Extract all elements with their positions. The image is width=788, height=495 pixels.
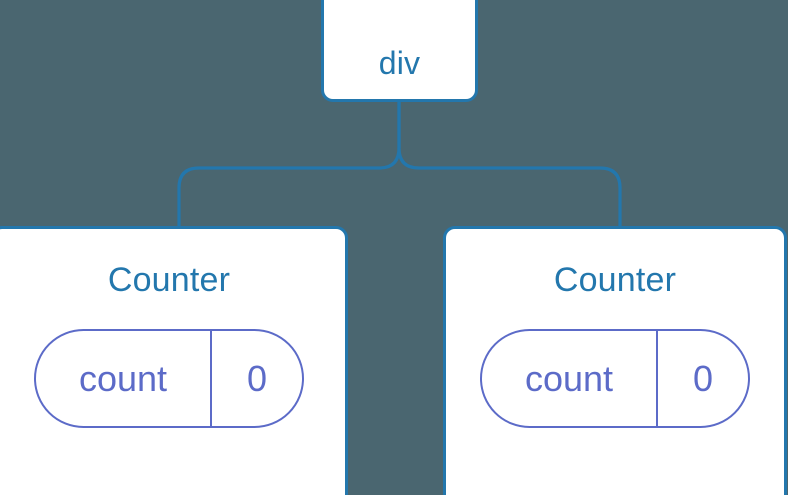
node-counter-right[interactable]: Counter count 0 <box>443 226 787 495</box>
state-pill-left[interactable]: count 0 <box>34 329 304 428</box>
edge-root-to-right-counter <box>397 101 622 228</box>
state-pill-wrap-right: count 0 <box>446 329 784 428</box>
state-key-left: count <box>36 331 212 426</box>
edge-root-to-left-counter <box>177 101 401 228</box>
state-key-right: count <box>482 331 658 426</box>
node-div-label: div <box>378 45 421 81</box>
node-counter-left-label: Counter <box>107 261 231 299</box>
node-div[interactable]: div <box>321 0 478 102</box>
state-value-right: 0 <box>692 357 714 399</box>
state-value-left: 0 <box>246 357 268 399</box>
node-counter-right-label: Counter <box>553 261 677 299</box>
state-pill-wrap-left: count 0 <box>0 329 345 428</box>
state-pill-right[interactable]: count 0 <box>480 329 750 428</box>
node-counter-left[interactable]: Counter count 0 <box>0 226 348 495</box>
